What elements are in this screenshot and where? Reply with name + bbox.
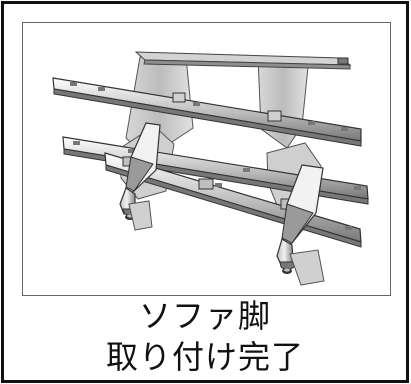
assembly-illustration-panel xyxy=(22,22,391,296)
right-sofa-leg xyxy=(276,164,324,274)
sofa-leg-assembly-illustration xyxy=(23,23,390,295)
assembly-completion-caption: ソファ脚 取り付け完了 xyxy=(4,296,406,378)
top-rail xyxy=(134,51,352,70)
caption-line-1: ソファ脚 xyxy=(138,297,271,335)
lower-support-panels xyxy=(128,200,325,286)
caption-line-2: 取り付け完了 xyxy=(105,338,304,376)
left-sofa-leg xyxy=(119,122,161,220)
